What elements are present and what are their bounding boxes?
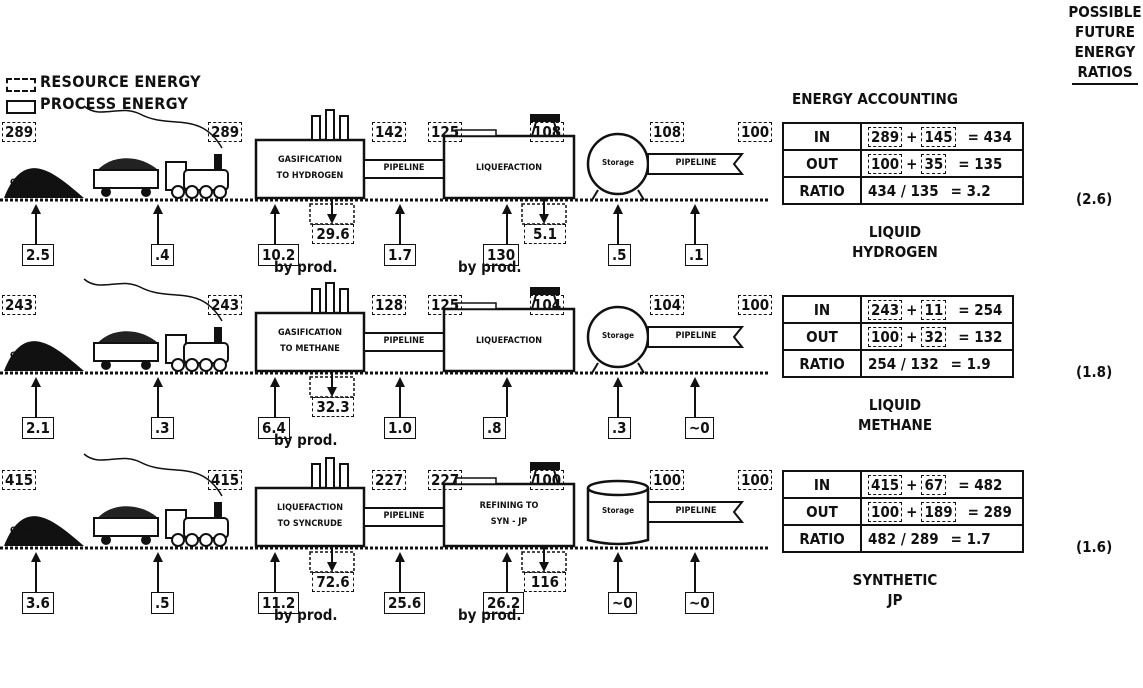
resource-energy-value: 227 bbox=[428, 470, 462, 490]
process2-label: REFINING TOSYN - JP bbox=[446, 498, 572, 530]
resource-energy-value: 415 bbox=[2, 470, 36, 490]
process1-label: LIQUEFACTIONTO SYNCRUDE bbox=[258, 500, 362, 532]
byproduct-value: 72.6 bbox=[312, 572, 354, 592]
value-part: 482 / 289 bbox=[868, 530, 939, 548]
caption-line: SYNTHETIC bbox=[790, 570, 1000, 590]
resource-energy-value: 100 bbox=[530, 470, 564, 490]
row-label: OUT bbox=[783, 498, 861, 525]
coal-train-icon bbox=[94, 502, 228, 546]
resource-energy-value: 227 bbox=[372, 470, 406, 490]
process-energy-value: 25.6 bbox=[384, 592, 425, 614]
value-part: 100 bbox=[868, 502, 902, 522]
process-energy-value: ~0 bbox=[685, 592, 714, 614]
resource-energy-value: 100 bbox=[650, 470, 684, 490]
row-value: 415+67 = 482 bbox=[861, 471, 1023, 498]
process-energy-value: .5 bbox=[151, 592, 174, 614]
storage-tank-icon bbox=[588, 488, 648, 544]
value-part: 67 bbox=[921, 475, 946, 495]
process2-line: REFINING TO bbox=[446, 498, 572, 514]
storage-label: Storage bbox=[596, 506, 640, 515]
process-energy-value: ~0 bbox=[608, 592, 637, 614]
future-ratio-value: (1.6) bbox=[1076, 538, 1112, 556]
resource-energy-value: 415 bbox=[208, 470, 242, 490]
coal-label: COAL bbox=[10, 526, 34, 536]
process1-line: LIQUEFACTION bbox=[258, 500, 362, 516]
process1-line: TO SYNCRUDE bbox=[258, 516, 362, 532]
value-part: + bbox=[906, 503, 917, 521]
value-part: = 1.7 bbox=[951, 530, 991, 548]
row-value: 100+189 = 289 bbox=[861, 498, 1023, 525]
table-row: IN 415+67 = 482 bbox=[783, 471, 1023, 498]
process2-line: SYN - JP bbox=[446, 514, 572, 530]
row-label: RATIO bbox=[783, 525, 861, 552]
byproduct-label: by prod. bbox=[274, 606, 338, 624]
row-value: 482 / 289 = 1.7 bbox=[861, 525, 1023, 552]
byproduct-value: 116 bbox=[524, 572, 566, 592]
pipeline1-label: PIPELINE bbox=[364, 511, 444, 521]
byproduct-label: by prod. bbox=[458, 606, 522, 624]
value-part: = 482 bbox=[958, 476, 1002, 494]
value-part: + bbox=[906, 476, 917, 494]
value-part: 189 bbox=[921, 502, 955, 522]
table-row: OUT 100+189 = 289 bbox=[783, 498, 1023, 525]
table-row: RATIO 482 / 289 = 1.7 bbox=[783, 525, 1023, 552]
resource-energy-value: 100 bbox=[738, 470, 772, 490]
pipeline2-label: PIPELINE bbox=[656, 506, 736, 516]
value-part: = 289 bbox=[968, 503, 1012, 521]
value-part: 415 bbox=[868, 475, 902, 495]
energy-accounting-table: IN415+67= 482OUT100+189= 289RATIO482 / 2… bbox=[782, 470, 1024, 553]
process-energy-value: 3.6 bbox=[22, 592, 54, 614]
smoke-trail bbox=[84, 454, 222, 496]
row-label: IN bbox=[783, 471, 861, 498]
caption-line: JP bbox=[790, 590, 1000, 610]
